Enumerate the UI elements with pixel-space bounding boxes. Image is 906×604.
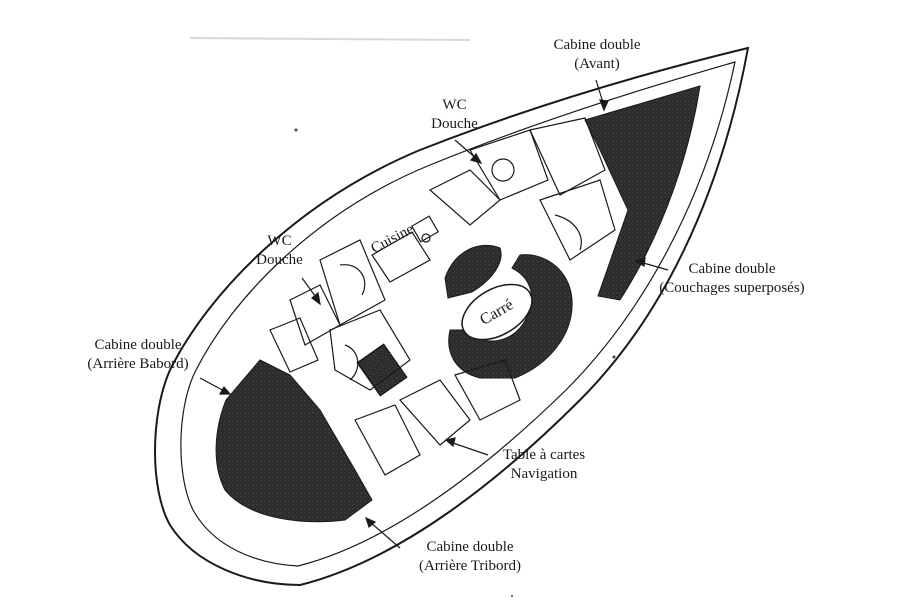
saloon-settee-2: [444, 244, 502, 299]
scan-dot: [612, 355, 616, 359]
hull-inner-line: [180, 61, 736, 567]
label-wc-milieu: WC Douche: [242, 232, 317, 270]
scan-dot: [294, 128, 298, 132]
label-line: Cabine double: [94, 337, 182, 353]
label-line: (Avant): [574, 56, 620, 72]
label-line: Table à cartes: [502, 447, 586, 463]
label-cabine-babord: Cabine double (Arrière Babord): [68, 336, 208, 374]
label-line: (Arrière Tribord): [418, 558, 522, 574]
saloon-table: [461, 283, 533, 341]
label-line: Navigation: [510, 466, 578, 482]
label-cabine-avant: Cabine double (Avant): [537, 36, 657, 74]
label-line: Cabine double: [426, 539, 514, 555]
forward-cabin-berth: [584, 85, 701, 301]
label-line: WC: [267, 233, 292, 249]
label-line: (Arrière Babord): [87, 356, 189, 372]
label-cabine-superposes: Cabine double (Couchages superposés): [632, 260, 832, 298]
label-line: Cabine double: [553, 37, 641, 53]
label-line: Douche: [431, 116, 478, 132]
label-line: Cabine double: [688, 261, 776, 277]
leader-arrows: [199, 79, 669, 549]
label-cabine-tribord: Cabine double (Arrière Tribord): [400, 538, 540, 576]
label-line: (Couchages superposés): [659, 280, 805, 296]
saloon-settee: [448, 254, 573, 379]
scan-smudge: [189, 37, 471, 41]
label-wc-avant: WC Douche: [417, 96, 492, 134]
aft-port-cabin-berth: [215, 359, 373, 523]
label-table-cartes: Table à cartes Navigation: [484, 446, 604, 484]
scan-dot: [511, 595, 513, 597]
label-line: WC: [442, 97, 467, 113]
label-line: Douche: [256, 252, 303, 268]
chart-table-top: [356, 343, 408, 397]
